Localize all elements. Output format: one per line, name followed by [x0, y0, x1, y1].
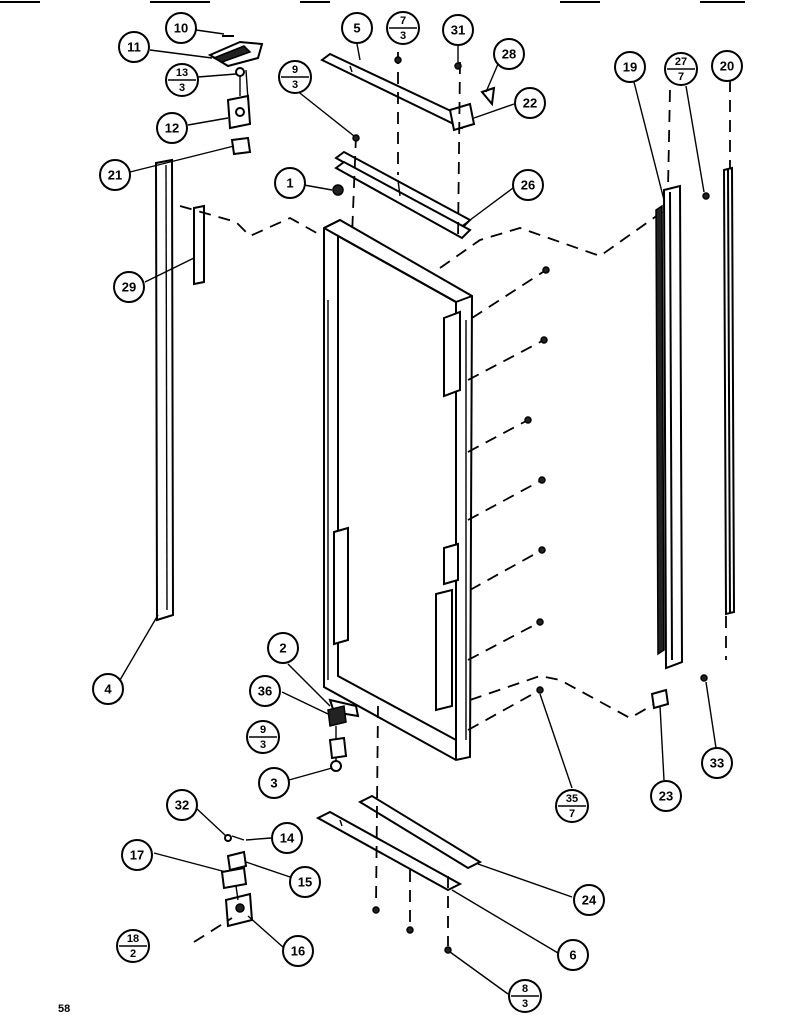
callout-4: 4	[92, 673, 124, 705]
svg-text:11: 11	[127, 40, 141, 55]
svg-text:5: 5	[353, 21, 360, 36]
svg-text:7: 7	[569, 808, 575, 820]
svg-text:35: 35	[566, 793, 578, 805]
callout-36: 36	[249, 675, 281, 707]
svg-text:7: 7	[400, 15, 406, 27]
callout-2: 2	[267, 632, 299, 664]
svg-text:2: 2	[130, 948, 136, 960]
callout-26: 26	[512, 169, 544, 201]
door-frame	[323, 218, 474, 762]
callout-8: 83	[508, 979, 542, 1013]
callout-12: 12	[156, 112, 188, 144]
svg-text:28: 28	[502, 47, 516, 62]
callout-10: 10	[165, 12, 197, 44]
svg-text:4: 4	[104, 682, 112, 697]
top-hinge-assembly	[207, 35, 264, 156]
callout-19: 19	[614, 51, 646, 83]
screw-lead-lines	[439, 209, 666, 731]
top-assembly-lines	[179, 52, 461, 241]
svg-text:21: 21	[108, 168, 122, 183]
svg-text:3: 3	[260, 739, 266, 751]
callouts: 10 11 133 12 21 29 4 5 73 31 28 22 93 1 …	[92, 11, 743, 1013]
callout-20: 20	[711, 50, 743, 82]
callout-28: 28	[493, 38, 525, 70]
svg-text:2: 2	[279, 641, 286, 656]
callout-35: 357	[555, 789, 589, 823]
svg-text:6: 6	[569, 948, 576, 963]
svg-text:3: 3	[179, 82, 185, 94]
left-door-strip	[154, 158, 205, 622]
svg-text:13: 13	[176, 67, 188, 79]
callout-13: 133	[165, 63, 199, 97]
svg-text:32: 32	[175, 798, 189, 813]
svg-text:1: 1	[286, 176, 293, 191]
callout-6: 6	[557, 939, 589, 971]
callout-31: 31	[442, 14, 474, 46]
svg-text:8: 8	[522, 983, 528, 995]
svg-text:16: 16	[291, 944, 305, 959]
callout-32: 32	[166, 789, 198, 821]
svg-text:31: 31	[451, 23, 465, 38]
svg-text:23: 23	[659, 789, 673, 804]
callout-24: 24	[573, 884, 605, 916]
svg-text:3: 3	[400, 30, 406, 42]
bottom-hinge-assembly	[193, 834, 254, 943]
callout-16: 16	[282, 935, 314, 967]
svg-text:20: 20	[720, 59, 734, 74]
svg-text:10: 10	[174, 21, 188, 36]
callout-1: 1	[274, 167, 306, 199]
top-brackets	[320, 52, 496, 240]
callout-9b: 93	[246, 720, 280, 754]
callout-3: 3	[258, 767, 290, 799]
svg-text:33: 33	[710, 756, 724, 771]
callout-11: 11	[118, 31, 150, 63]
callout-21: 21	[99, 159, 131, 191]
callout-7: 73	[386, 11, 420, 45]
svg-text:29: 29	[122, 280, 136, 295]
svg-text:7: 7	[678, 71, 684, 83]
svg-text:3: 3	[292, 79, 298, 91]
callout-14: 14	[271, 822, 303, 854]
svg-text:19: 19	[623, 60, 637, 75]
callout-27: 277	[664, 52, 698, 86]
svg-text:24: 24	[582, 893, 597, 908]
svg-text:9: 9	[292, 64, 298, 76]
callout-33: 33	[701, 747, 733, 779]
callout-23: 23	[650, 780, 682, 812]
svg-text:14: 14	[280, 831, 295, 846]
svg-text:17: 17	[130, 848, 144, 863]
right-strips	[650, 80, 736, 710]
svg-text:3: 3	[522, 998, 528, 1010]
leader-lines	[119, 29, 717, 995]
svg-text:26: 26	[521, 178, 535, 193]
bottom-brackets	[315, 705, 483, 954]
svg-text:9: 9	[260, 724, 266, 736]
svg-text:18: 18	[127, 933, 139, 945]
callout-9a: 93	[278, 60, 312, 94]
callout-15: 15	[289, 866, 321, 898]
callout-29: 29	[113, 271, 145, 303]
lower-hinge-assembly	[327, 698, 360, 772]
svg-text:3: 3	[270, 776, 277, 791]
svg-text:15: 15	[298, 875, 312, 890]
callout-18: 182	[116, 929, 150, 963]
svg-text:27: 27	[675, 56, 687, 68]
callout-17: 17	[121, 839, 153, 871]
page-number: 58	[58, 1003, 70, 1015]
callout-22: 22	[514, 87, 546, 119]
svg-text:36: 36	[258, 684, 272, 699]
callout-5: 5	[341, 12, 373, 44]
svg-text:12: 12	[165, 121, 179, 136]
svg-text:22: 22	[523, 96, 537, 111]
